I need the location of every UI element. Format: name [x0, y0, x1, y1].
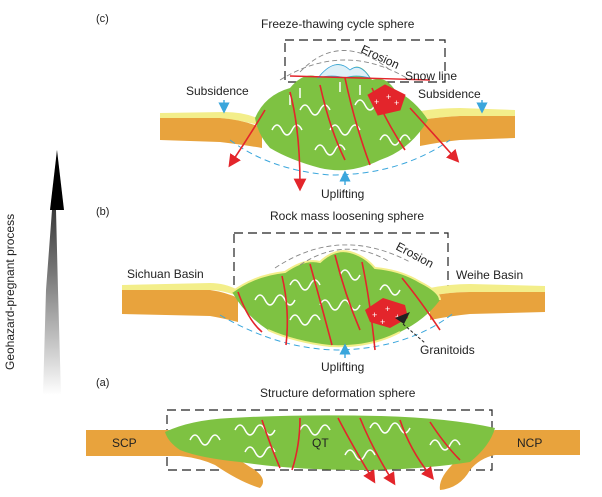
- panel-c-uplifting: Uplifting: [321, 187, 364, 201]
- panel-c-granitoid: [367, 84, 406, 116]
- panel-b-granitoids: Granitoids: [420, 343, 475, 357]
- panel-c-faults: [228, 77, 460, 192]
- panel-c-subsidence-left: Subsidence: [186, 84, 249, 98]
- panel-c-snow-line: [289, 75, 431, 81]
- panel-c-subsidence-right: Subsidence: [418, 87, 481, 101]
- panel-c-crust-right: [420, 116, 515, 146]
- panel-b: (b) Rock mass loosening sphere: [96, 206, 545, 374]
- panel-b-crust-left: [122, 290, 238, 322]
- panel-b-left-basin: Sichuan Basin: [127, 267, 204, 281]
- panel-a-title: Structure deformation sphere: [260, 386, 416, 400]
- panel-b-orogen: [232, 251, 440, 347]
- panel-c-sediment-right: [420, 108, 515, 120]
- svg-text:+: +: [386, 92, 391, 102]
- panel-c-snowcap: [316, 64, 371, 79]
- panel-b-uplifting: Uplifting: [321, 360, 364, 374]
- panel-a-tag: (a): [96, 377, 109, 389]
- panel-a-right-label: NCP: [517, 436, 542, 450]
- vertical-label: Geohazard-pregnant process: [3, 214, 17, 370]
- panel-a-center-label: QT: [312, 436, 329, 450]
- panel-b-faults: [237, 254, 441, 351]
- panel-c-sediment-left: [160, 112, 262, 126]
- panel-c-title: Freeze-thawing cycle sphere: [261, 17, 415, 31]
- panel-a-squiggles: [189, 422, 461, 461]
- panel-c-tag: (c): [96, 13, 109, 25]
- svg-text:+: +: [385, 304, 390, 314]
- panel-b-title: Rock mass loosening sphere: [270, 209, 424, 223]
- panel-c-snow-line-label: Snow line: [405, 69, 457, 83]
- panel-a-left-label: SCP: [112, 436, 137, 450]
- panel-b-tag: (b): [96, 206, 109, 218]
- panel-c-crust-left: [160, 118, 262, 148]
- panel-b-granitoid: [365, 298, 408, 328]
- panel-c-erosion: Erosion: [359, 42, 402, 72]
- panel-b-right-basin: Weihe Basin: [456, 268, 523, 282]
- panel-b-crust-right: [430, 292, 545, 320]
- panel-a: (a) Structure deformation sphere SC: [86, 377, 580, 490]
- panel-c: (c) Freeze-thawing cycle sphere: [96, 13, 515, 201]
- svg-text:+: +: [394, 98, 399, 108]
- process-arrow: [43, 150, 64, 395]
- panel-a-faults: [261, 417, 461, 486]
- svg-text:+: +: [372, 310, 377, 320]
- svg-text:+: +: [380, 317, 385, 327]
- svg-text:+: +: [374, 97, 379, 107]
- panel-b-erosion: Erosion: [394, 239, 436, 270]
- panel-a-orogen: [165, 415, 495, 470]
